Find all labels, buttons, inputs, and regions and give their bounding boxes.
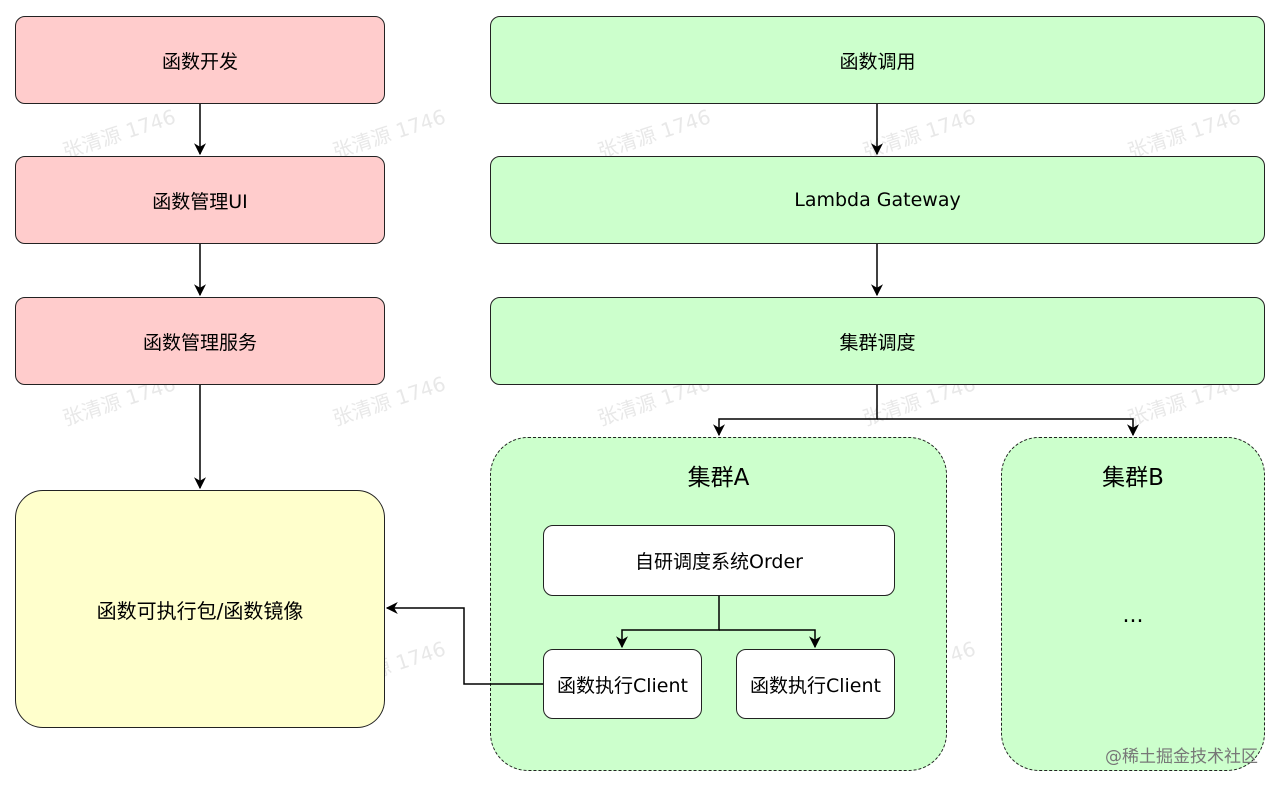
exec-client-2-node: 函数执行Client <box>736 649 895 719</box>
edge-client-to-package <box>385 602 543 685</box>
func-package-node: 函数可执行包/函数镜像 <box>15 490 385 728</box>
func-invoke-node: 函数调用 <box>490 16 1265 104</box>
cluster-b-title: 集群B <box>1102 465 1164 491</box>
cluster-schedule-node: 集群调度 <box>490 297 1265 385</box>
edge-schedule-to-cluster-a <box>713 385 878 437</box>
order-system-node: 自研调度系统Order <box>543 525 895 596</box>
edge-order-to-client-2 <box>719 629 821 649</box>
edge-schedule-to-cluster-b <box>877 418 1139 437</box>
cluster-b: 集群B ... <box>1001 437 1265 771</box>
cluster-b-ellipsis: ... <box>1122 603 1144 628</box>
site-credit: @稀土掘金技术社区 <box>1105 747 1258 767</box>
func-ui-node: 函数管理UI <box>15 156 385 244</box>
lambda-gateway-node: Lambda Gateway <box>490 156 1265 244</box>
func-dev-node: 函数开发 <box>15 16 385 104</box>
func-service-node: 函数管理服务 <box>15 297 385 385</box>
edge-order-to-client-1 <box>616 596 720 649</box>
cluster-a-title: 集群A <box>687 465 750 491</box>
exec-client-1-node: 函数执行Client <box>543 649 702 719</box>
